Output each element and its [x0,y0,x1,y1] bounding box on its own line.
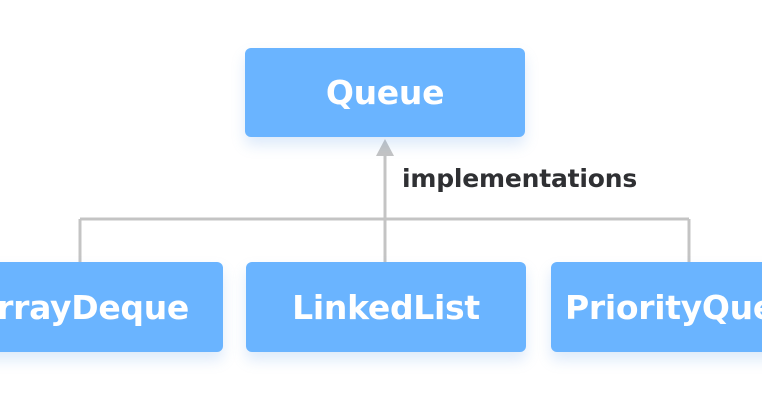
implementations-label: implementations [402,164,638,193]
priorityqueue-node: PriorityQueue [551,262,762,352]
queue-node: Queue [245,48,525,137]
arrowhead-icon [376,139,394,156]
arraydeque-node: ArrayDeque [0,262,223,352]
linkedlist-node: LinkedList [246,262,526,352]
